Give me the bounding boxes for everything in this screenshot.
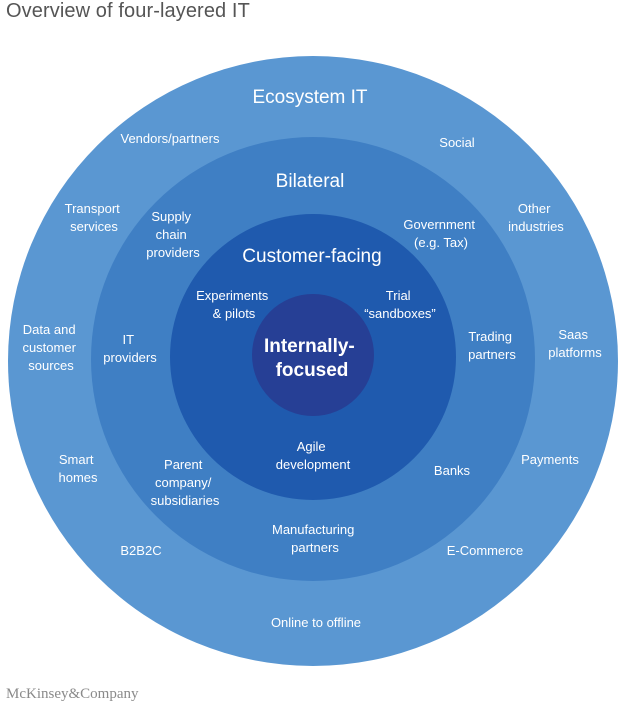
ecosystem-label-data-customer-sources: Data and customer sources xyxy=(22,322,79,373)
label-line: Other xyxy=(518,201,551,216)
label-line: chain xyxy=(156,227,187,242)
ecosystem-label-other-industries: Other industries xyxy=(508,201,564,234)
label-line: Experiments xyxy=(196,288,269,303)
label-line: partners xyxy=(291,540,339,555)
bilateral-label-it-providers: IT providers xyxy=(103,332,157,365)
label-line: Agile xyxy=(297,439,326,454)
label-line: Manufacturing xyxy=(272,522,354,537)
ecosystem-label-social: Social xyxy=(439,135,475,150)
label-line: & pilots xyxy=(213,306,256,321)
label-line: Trial xyxy=(386,288,411,303)
label-line: Data and xyxy=(23,322,76,337)
bilateral-label-banks: Banks xyxy=(434,463,471,478)
label-line: development xyxy=(276,457,351,472)
bilateral-label-supply-chain-providers: Supply chain providers xyxy=(146,209,200,260)
internally-focused-line: Internally- xyxy=(264,336,355,357)
label-line: Online to offline xyxy=(271,615,361,630)
ecosystem-label-smart-homes: Smart homes xyxy=(58,452,98,485)
label-line: Banks xyxy=(434,463,471,478)
ecosystem-label-saas-platforms: Saas platforms xyxy=(548,327,602,360)
label-line: Trading xyxy=(468,329,512,344)
label-line: (e.g. Tax) xyxy=(414,235,468,250)
bilateral-label-government: Government (e.g. Tax) xyxy=(403,217,478,250)
label-line: services xyxy=(70,219,118,234)
label-line: platforms xyxy=(548,345,602,360)
label-line: industries xyxy=(508,219,564,234)
label-line: providers xyxy=(103,350,157,365)
customer-label-trial-sandboxes: Trial “sandboxes” xyxy=(364,288,436,321)
label-line: customer xyxy=(22,340,76,355)
page-title: Overview of four-layered IT xyxy=(6,0,250,22)
bilateral-label-parent-company: Parent company/ subsidiaries xyxy=(151,457,220,508)
bilateral-label-trading-partners: Trading partners xyxy=(468,329,516,362)
ecosystem-label-transport-services: Transport services xyxy=(65,201,124,234)
label-line: Payments xyxy=(521,452,579,467)
label-line: IT xyxy=(123,332,135,347)
ecosystem-label-online-to-offline: Online to offline xyxy=(271,615,361,630)
label-line: E-Commerce xyxy=(447,543,524,558)
label-line: Saas xyxy=(558,327,588,342)
label-line: company/ xyxy=(155,475,212,490)
ecosystem-label-payments: Payments xyxy=(521,452,579,467)
ecosystem-title: Ecosystem IT xyxy=(252,87,367,108)
bilateral-label-manufacturing-partners: Manufacturing partners xyxy=(272,522,358,555)
label-line: Smart xyxy=(59,452,94,467)
internally-focused-line: focused xyxy=(276,360,349,381)
label-line: B2B2C xyxy=(120,543,161,558)
internally-focused-title: Internally- focused xyxy=(264,336,360,381)
customer-facing-title: Customer-facing xyxy=(242,246,381,267)
ecosystem-label-e-commerce: E-Commerce xyxy=(447,543,524,558)
label-line: Social xyxy=(439,135,475,150)
label-line: providers xyxy=(146,245,200,260)
customer-label-agile-development: Agile development xyxy=(276,439,351,472)
label-line: homes xyxy=(58,470,98,485)
label-line: Supply xyxy=(151,209,191,224)
label-line: Vendors/partners xyxy=(120,131,220,146)
mckinsey-logo: McKinsey&Company xyxy=(6,686,139,702)
customer-label-experiments-pilots: Experiments & pilots xyxy=(196,288,272,321)
label-line: subsidiaries xyxy=(151,493,220,508)
label-line: “sandboxes” xyxy=(364,306,436,321)
label-line: partners xyxy=(468,347,516,362)
label-line: Government xyxy=(403,217,475,232)
ecosystem-label-vendors-partners: Vendors/partners xyxy=(120,131,220,146)
bilateral-title: Bilateral xyxy=(276,171,345,192)
label-line: Transport xyxy=(65,201,121,216)
label-line: Parent xyxy=(164,457,203,472)
label-line: sources xyxy=(28,358,74,373)
core-internally-focused xyxy=(252,294,374,416)
ecosystem-label-b2b2c: B2B2C xyxy=(120,543,161,558)
